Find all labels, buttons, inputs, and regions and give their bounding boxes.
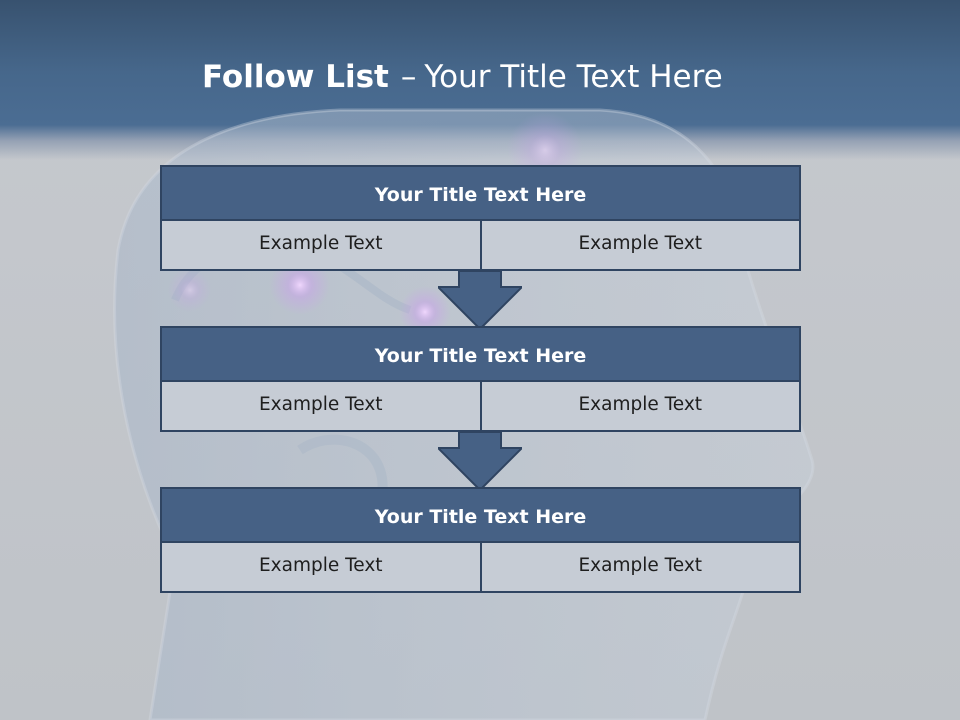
block-row: Example Text Example Text xyxy=(160,543,801,593)
block-title: Your Title Text Here xyxy=(160,487,801,543)
block-right-cell: Example Text xyxy=(481,221,801,271)
block-left-cell: Example Text xyxy=(160,221,482,271)
block-title: Your Title Text Here xyxy=(160,165,801,221)
title-dash: – xyxy=(400,59,417,95)
block-row: Example Text Example Text xyxy=(160,221,801,271)
down-arrow-icon xyxy=(438,432,522,490)
title-rest-part: Your Title Text Here xyxy=(424,59,723,95)
block-right-cell: Example Text xyxy=(481,543,801,593)
block-left-cell: Example Text xyxy=(160,543,482,593)
down-arrow-icon xyxy=(438,271,522,329)
title-bold-part: Follow List xyxy=(202,59,389,95)
block-row: Example Text Example Text xyxy=(160,382,801,432)
list-block: Your Title Text Here Example Text Exampl… xyxy=(160,487,801,593)
slide-title: Follow List–Your Title Text Here xyxy=(202,55,723,99)
block-left-cell: Example Text xyxy=(160,382,482,432)
list-block: Your Title Text Here Example Text Exampl… xyxy=(160,326,801,432)
block-right-cell: Example Text xyxy=(481,382,801,432)
block-title: Your Title Text Here xyxy=(160,326,801,382)
list-block: Your Title Text Here Example Text Exampl… xyxy=(160,165,801,271)
